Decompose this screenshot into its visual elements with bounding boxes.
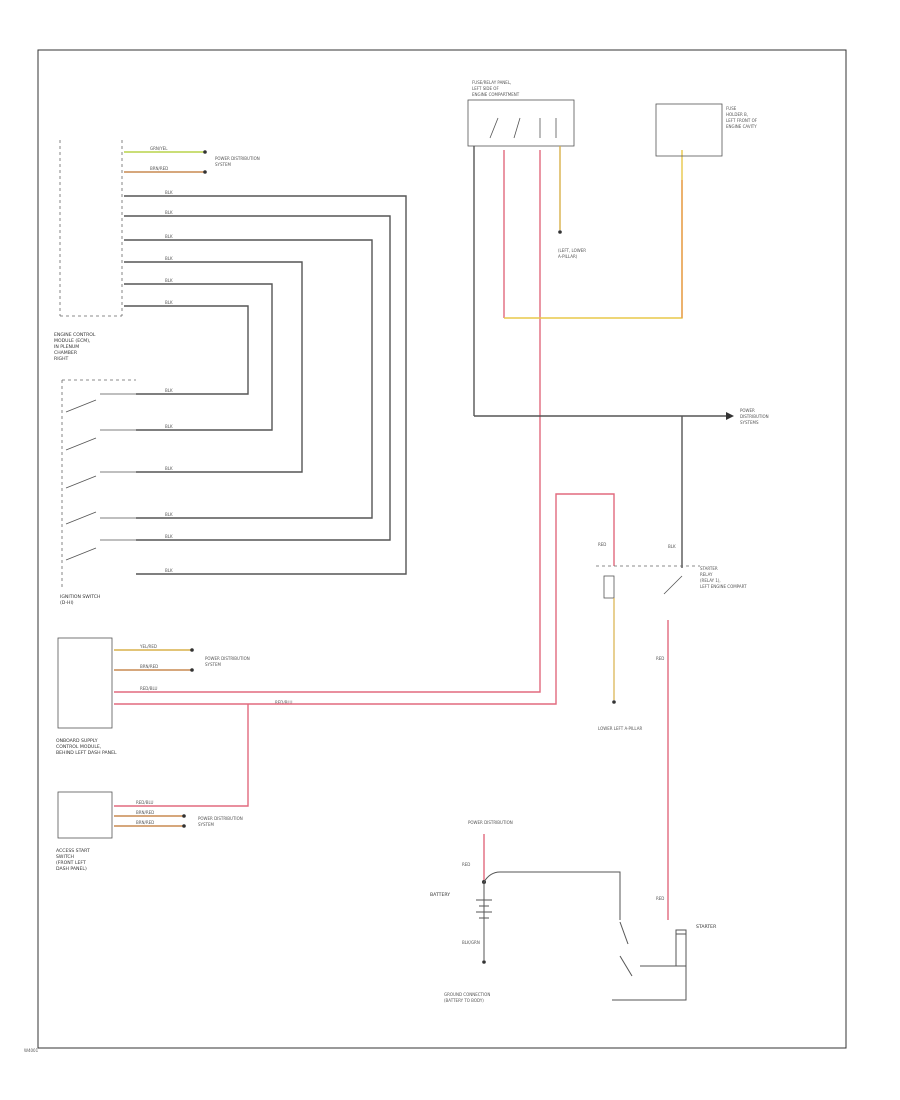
ground-label-2: (BATTERY TO BODY)	[444, 998, 484, 1003]
ecm-blk-5: BLK	[165, 278, 173, 283]
ign-blk-3: BLK	[165, 466, 173, 471]
starter-name: STARTER	[696, 924, 717, 930]
ecm-wire-label-2: BRN/RED	[150, 166, 168, 171]
batt-wire-1: RED	[462, 862, 470, 867]
battery-name: BATTERY	[430, 892, 450, 898]
ecm-name-1: ENGINE CONTROL	[54, 332, 96, 338]
acc-ref-2: SYSTEM	[198, 822, 214, 827]
relay-wire-1: RED	[598, 542, 606, 547]
acc-name-2: SWITCH	[56, 854, 74, 860]
acc-wire-1: RED/BLU	[136, 800, 154, 805]
ign-switch-name-1: IGNITION SWITCH	[60, 594, 100, 600]
fuse-name-2: HOLDER B,	[726, 112, 748, 117]
pd-name-2: DISTRIBUTION	[740, 414, 769, 419]
ecm-blk-2: BLK	[165, 210, 173, 215]
frp-name-1: FUSE/RELAY PANEL,	[472, 80, 511, 85]
ecm-blk-6: BLK	[165, 300, 173, 305]
ignition-switch-component: IGNITION SWITCH (D-HI)	[60, 379, 136, 606]
ecm-ref-1: POWER DISTRIBUTION	[215, 156, 260, 161]
ecm-top-wires: GRN/YEL BRN/RED POWER DISTRIBUTION SYSTE…	[124, 146, 260, 174]
ecm-name-3: IN PLENUM	[54, 344, 79, 350]
acc-name-3: (FRONT LEFT	[56, 860, 86, 866]
relay-name-2: RELAY	[700, 572, 713, 577]
fuse-name-3: LEFT FRONT OF	[726, 118, 758, 123]
ign-blk-2: BLK	[165, 424, 173, 429]
ign-blk-5: BLK	[165, 534, 173, 539]
ecm-blk-1: BLK	[165, 190, 173, 195]
frp-wires	[473, 146, 683, 417]
obs-wire-1: YEL/RED	[139, 644, 157, 649]
power-distribution-arrow: POWER DISTRIBUTION SYSTEMS	[680, 408, 769, 568]
ign-blk-4: BLK	[165, 512, 173, 517]
fuse-name-1: FUSE	[726, 106, 737, 111]
ecm-wire-label-1: GRN/YEL	[150, 146, 168, 151]
relay-wire-3: RED	[656, 896, 664, 901]
ecm-blk-4: BLK	[165, 256, 173, 261]
ecm-name-5: RIGHT	[54, 356, 69, 362]
access-start-switch: ACCESS START SWITCH (FRONT LEFT DASH PAN…	[56, 791, 113, 872]
starter-relay: STARTER RELAY (RELAY 1), LEFT ENGINE COM…	[596, 542, 747, 901]
acc-name-4: DASH PANEL)	[56, 866, 87, 872]
pd-name-1: POWER	[740, 408, 755, 413]
obs-name-3: BEHIND LEFT DASH PANEL	[56, 750, 117, 756]
ecm-name-4: CHAMBER	[54, 350, 78, 356]
frp-name-3: ENGINE COMPARTMENT	[472, 92, 520, 97]
relay-wire-4: BLK	[668, 544, 676, 549]
obs-wire-4: RED/BLU	[275, 700, 293, 705]
ign-switch-name-2: (D-HI)	[60, 600, 74, 606]
frp-name-2: LEFT SIDE OF	[472, 86, 499, 91]
diagram-frame	[37, 49, 847, 1049]
battery-component: POWER DISTRIBUTION BATTERY RED BLK/GRN G…	[430, 820, 621, 1003]
onboard-supply-module: ONBOARD SUPPLY CONTROL MODULE, BEHIND LE…	[56, 637, 117, 756]
batt-top-label-1: POWER DISTRIBUTION	[468, 820, 513, 825]
obs-ref-2: SYSTEM	[205, 662, 221, 667]
relay-name-4: LEFT ENGINE COMPART	[700, 584, 747, 589]
ground-label-1: GROUND CONNECTION	[444, 992, 490, 997]
obs-wires: YEL/RED BRN/RED POWER DISTRIBUTION SYSTE…	[114, 644, 293, 705]
ground-top-2: A-PILLAR)	[558, 254, 578, 259]
obs-name-1: ONBOARD SUPPLY	[56, 738, 98, 744]
relay-name-3: (RELAY 1),	[700, 578, 721, 583]
fuse-relay-panel: FUSE/RELAY PANEL, LEFT SIDE OF ENGINE CO…	[467, 80, 575, 147]
ecm-component: ENGINE CONTROL MODULE (ECM), IN PLENUM C…	[54, 140, 123, 362]
starter-component	[612, 921, 687, 1001]
acc-wire-3: BRN/RED	[136, 820, 154, 825]
ecm-name-2: MODULE (ECM),	[54, 338, 91, 344]
acc-wire-2: BRN/RED	[136, 810, 154, 815]
ign-blk-6: BLK	[165, 568, 173, 573]
pd-name-3: SYSTEMS	[740, 420, 759, 425]
fuse-name-4: ENGINE CAVITY	[726, 124, 757, 129]
acc-name-1: ACCESS START	[56, 848, 90, 854]
red-wires	[114, 150, 669, 920]
acc-wires: RED/BLU BRN/RED BRN/RED POWER DISTRIBUTI…	[114, 800, 243, 828]
relay-name-1: STARTER	[700, 566, 718, 571]
ecm-ref-2: SYSTEM	[215, 162, 231, 167]
ground-left-1: LOWER LEFT A-PILLAR	[598, 726, 642, 731]
obs-wire-2: BRN/RED	[140, 664, 158, 669]
obs-ref-1: POWER DISTRIBUTION	[205, 656, 250, 661]
batt-wire-2: BLK/GRN	[462, 940, 480, 945]
obs-wire-3: RED/BLU	[140, 686, 158, 691]
ecm-ignition-wires	[124, 195, 407, 575]
obs-name-2: CONTROL MODULE,	[56, 744, 102, 750]
fuse-holder-b: FUSE HOLDER B, LEFT FRONT OF ENGINE CAVI…	[655, 103, 758, 157]
ground-top-1: (LEFT, LOWER	[558, 248, 586, 253]
relay-wire-2: RED	[656, 656, 664, 661]
acc-ref-1: POWER DISTRIBUTION	[198, 816, 243, 821]
ecm-wire-labels: BLK BLK BLK BLK BLK BLK BLK BLK BLK BLK …	[165, 190, 173, 573]
ign-blk-1: BLK	[165, 388, 173, 393]
ecm-blk-3: BLK	[165, 234, 173, 239]
diagram-code: W4001	[24, 1048, 39, 1053]
